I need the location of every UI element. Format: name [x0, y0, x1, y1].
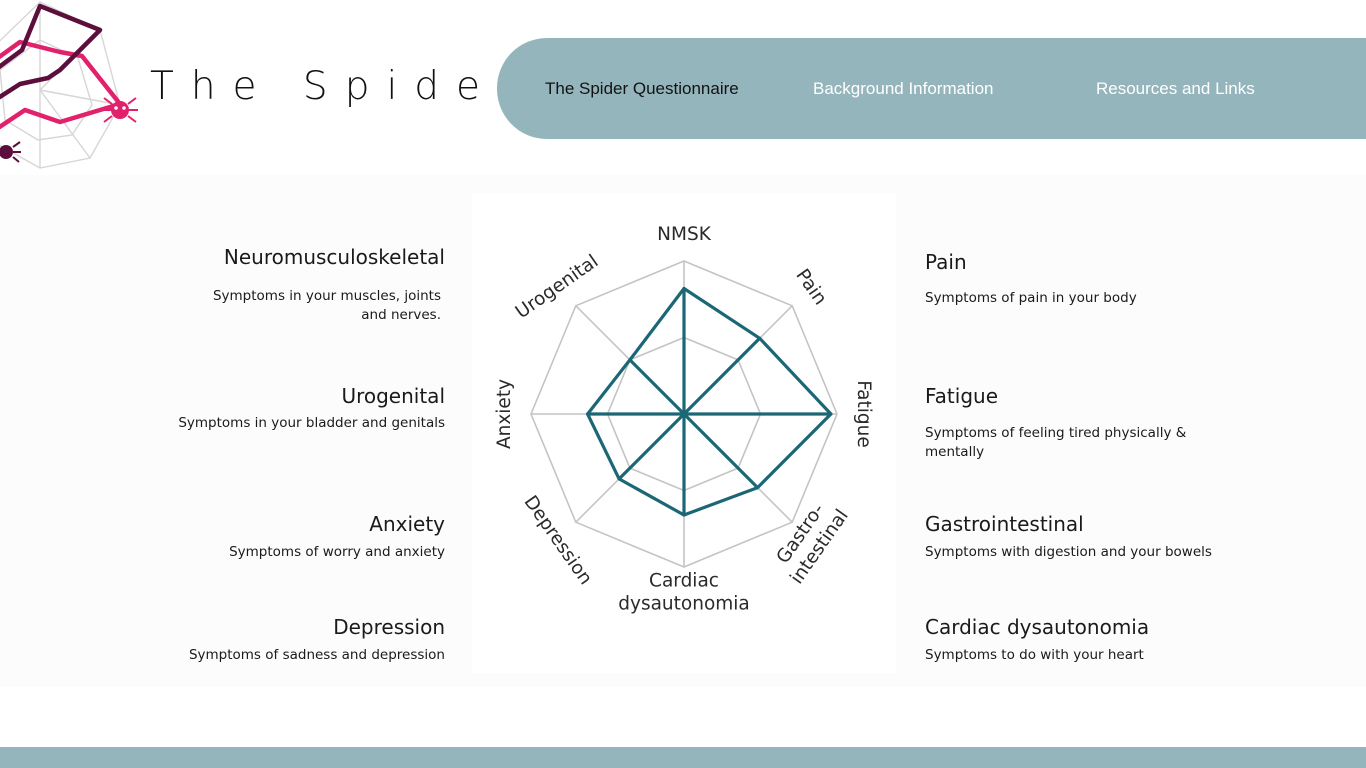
domain-depression: Depression Symptoms of sadness and depre… — [150, 615, 445, 665]
main-nav: The Spider Questionnaire Background Info… — [497, 38, 1366, 139]
domain-gastrointestinal: Gastrointestinal Symptoms with digestion… — [925, 512, 1225, 562]
nav-link-spider-questionnaire[interactable]: The Spider Questionnaire — [545, 79, 739, 98]
domain-description: Symptoms of pain in your body — [925, 290, 1137, 306]
series-spoke-7 — [628, 358, 686, 416]
domain-description: Symptoms in your muscles, joints and ner… — [212, 288, 441, 323]
nav-link-background-information[interactable]: Background Information — [813, 79, 994, 98]
domain-title: Depression — [333, 615, 445, 639]
domain-title: Pain — [925, 250, 967, 274]
domain-description: Symptoms of sadness and depression — [188, 647, 445, 663]
domain-anxiety: Anxiety Symptoms of worry and anxiety — [150, 512, 445, 562]
axis-label-fatigue: Fatigue — [853, 380, 874, 448]
domain-title: Gastrointestinal — [925, 512, 1084, 536]
spider-web-logo — [0, 1, 138, 169]
series-outline-0 — [585, 286, 833, 517]
axis-label-urogenital: Urogenital — [512, 251, 603, 323]
domain-title: Urogenital — [341, 384, 445, 408]
domain-title: Anxiety — [369, 512, 445, 536]
axis-label-pain: Pain — [791, 265, 830, 309]
series-spoke-3 — [682, 412, 760, 490]
domain-description: Symptoms of feeling tired physically & m… — [925, 425, 1187, 460]
footer-bar — [0, 747, 1366, 768]
spider-icon — [0, 141, 21, 163]
series-spoke-5 — [617, 412, 686, 481]
domain-fatigue: Fatigue Symptoms of feeling tired physic… — [925, 384, 1195, 462]
site-title: The Spider — [150, 64, 531, 109]
axis-label-depression: Depression — [520, 492, 597, 589]
axis-label-anxiety: Anxiety — [494, 379, 515, 449]
domain-pain: Pain Symptoms of pain in your body — [925, 250, 1225, 308]
axis-label-gastro-intestinal: Gastro-intestinal — [768, 493, 853, 588]
domain-description: Symptoms of worry and anxiety — [229, 544, 445, 560]
domain-neuromusculoskeletal: Neuromusculoskeletal Symptoms in your mu… — [170, 245, 445, 325]
series-spoke-1 — [682, 336, 762, 416]
domain-title: Cardiac dysautonomia — [925, 615, 1150, 639]
domain-cardiac-dysautonomia: Cardiac dysautonomia Symptoms to do with… — [925, 615, 1225, 665]
domain-description: Symptoms in your bladder and genitals — [178, 415, 445, 431]
axis-label-nmsk: NMSK — [657, 224, 712, 245]
domain-description: Symptoms to do with your heart — [925, 647, 1144, 663]
spider-icon — [102, 97, 138, 123]
domain-description: Symptoms with digestion and your bowels — [925, 544, 1212, 560]
domain-title: Neuromusculoskeletal — [223, 245, 445, 269]
nav-link-resources-and-links[interactable]: Resources and Links — [1096, 79, 1255, 98]
domain-urogenital: Urogenital Symptoms in your bladder and … — [150, 384, 445, 433]
domain-title: Fatigue — [925, 384, 998, 408]
